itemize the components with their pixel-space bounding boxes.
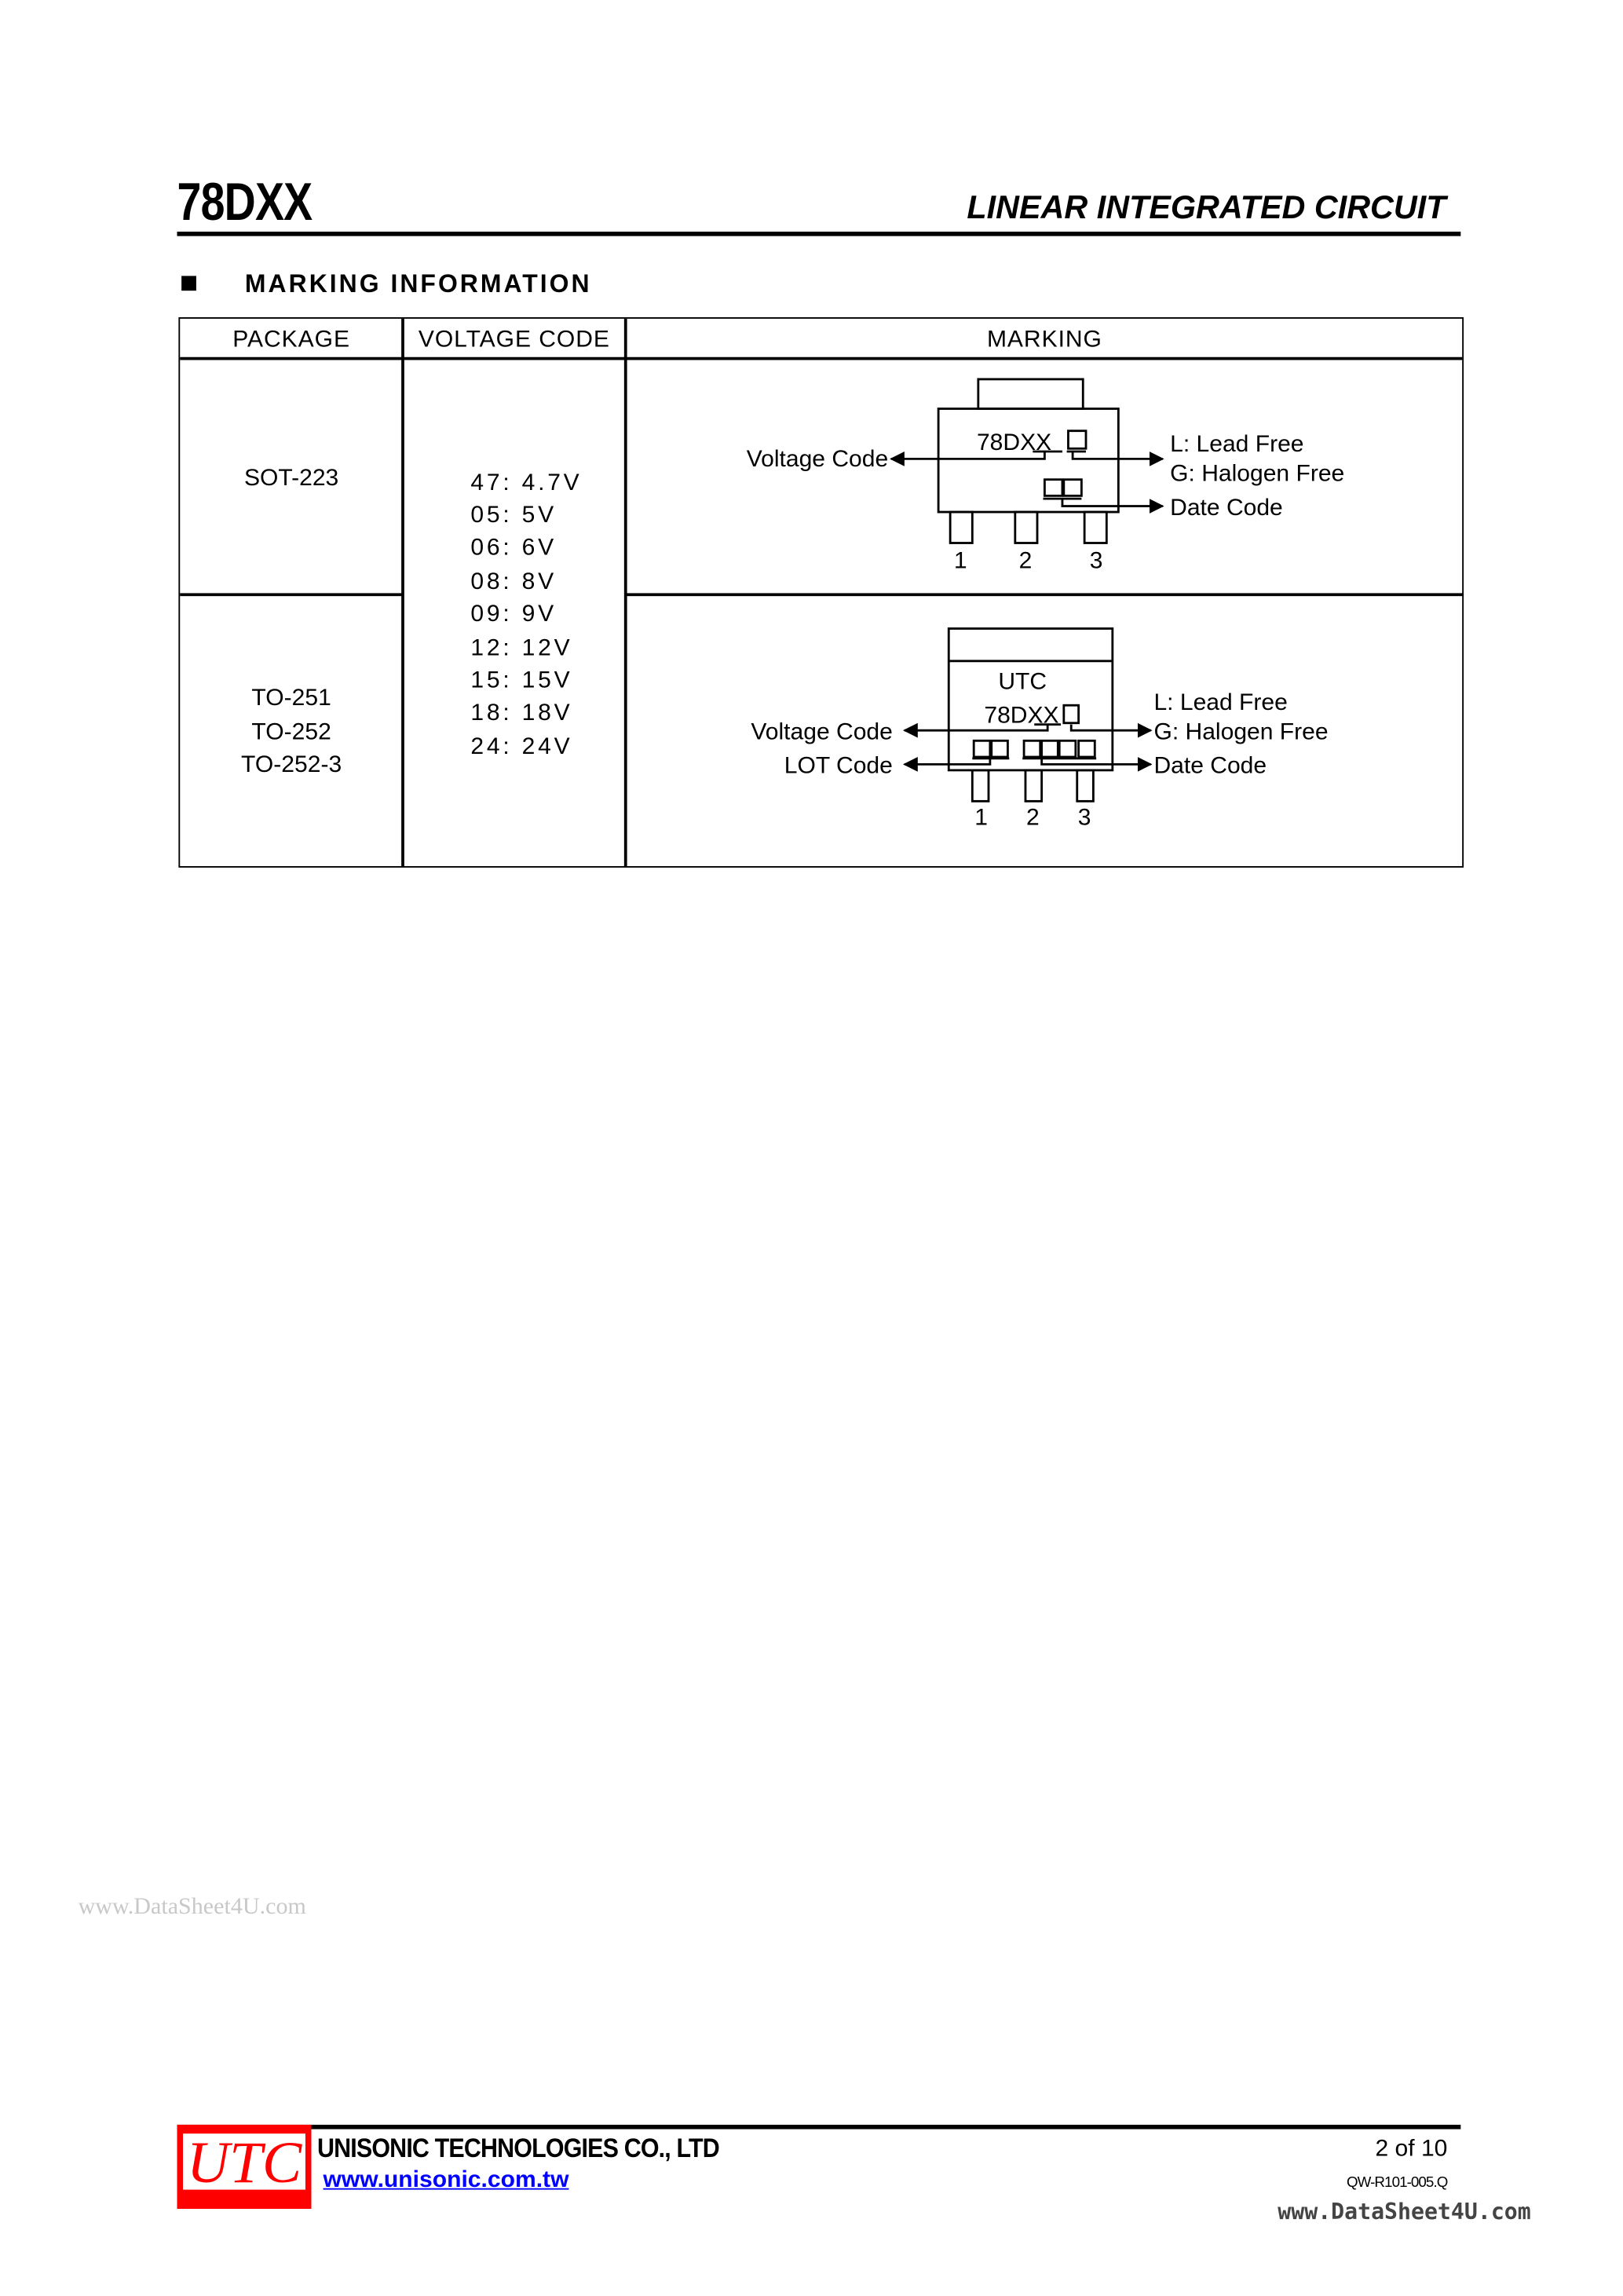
package-sot223: SOT-223 — [243, 466, 339, 492]
table-divider — [625, 593, 1464, 596]
voltage-code-item: 18: 18V — [470, 700, 573, 726]
package-body — [937, 408, 1120, 514]
lead-pin — [1014, 510, 1039, 544]
footer-rule — [177, 2124, 1461, 2130]
watermark-text: www.DataSheet4U.com — [78, 1894, 306, 1920]
pin-number: 2 — [1026, 804, 1040, 830]
to252-halogen-free-label: G: Halogen Free — [1153, 718, 1328, 744]
marking-diagrams: 78DXX Voltage Code L: Lead Free G: Halog… — [747, 378, 1344, 830]
package-tab — [977, 378, 1084, 410]
lead-pin — [971, 769, 990, 803]
voltage-code-item: 06: 6V — [470, 536, 557, 561]
table-divider — [623, 318, 627, 867]
date-code-box — [1062, 478, 1083, 497]
date-code-box — [1077, 739, 1096, 759]
pin-number: 1 — [954, 547, 967, 573]
page-number: 2 of 10 — [1375, 2136, 1448, 2162]
table-divider — [401, 318, 404, 867]
to252-voltage-code-label: Voltage Code — [751, 718, 892, 744]
voltage-code-item: 15: 15V — [470, 668, 573, 694]
voltage-code-item: 08: 8V — [470, 569, 557, 595]
company-website-link[interactable]: www.unisonic.com.tw — [323, 2167, 569, 2193]
to252-marking-diagram — [903, 627, 1153, 803]
voltage-code-item: 12: 12V — [470, 635, 573, 661]
to252-part-text: 78DXX — [984, 703, 1058, 729]
package-to252: TO-252 — [251, 720, 331, 745]
table-divider — [180, 593, 403, 596]
lead-free-box — [1062, 704, 1080, 725]
sot223-date-code-label: Date Code — [1170, 495, 1283, 521]
sot223-lead-free-label: L: Lead Free — [1170, 431, 1303, 457]
bullet-square-icon — [181, 276, 196, 291]
table-divider — [180, 356, 1463, 360]
voltage-code-item: 09: 9V — [470, 601, 557, 627]
lot-code-box — [990, 739, 1009, 759]
to252-date-code-label: Date Code — [1153, 753, 1267, 779]
package-to251: TO-251 — [251, 686, 331, 711]
section-title: MARKING INFORMATION — [244, 269, 592, 298]
sot223-halogen-free-label: G: Halogen Free — [1170, 461, 1344, 487]
date-code-box — [1058, 739, 1077, 759]
lot-code-box — [972, 739, 992, 759]
document-title: 78DXX — [177, 170, 313, 232]
voltage-code-item: 47: 4.7V — [470, 470, 583, 496]
utc-logo: UTC — [177, 2124, 312, 2210]
voltage-code-item: 05: 5V — [470, 503, 557, 528]
lead-free-box — [1067, 430, 1087, 450]
voltage-code-item: 24: 24V — [470, 734, 573, 760]
sot223-part-text: 78DXX — [977, 430, 1051, 455]
document-category: LINEAR INTEGRATED CIRCUIT — [967, 188, 1446, 226]
lead-pin — [1024, 769, 1044, 803]
lead-pin — [1076, 769, 1095, 803]
sot223-marking-diagram — [890, 378, 1164, 544]
pin-number: 3 — [1078, 804, 1091, 830]
pin-number: 1 — [974, 804, 988, 830]
date-code-box — [1040, 739, 1059, 759]
marking-table: PACKAGE VOLTAGE CODE MARKING SOT-223 TO-… — [178, 317, 1464, 868]
package-to252-3: TO-252-3 — [241, 752, 342, 778]
sot223-voltage-code-label: Voltage Code — [747, 446, 888, 472]
lead-pin — [949, 510, 974, 544]
to252-brand-text: UTC — [998, 669, 1047, 695]
column-header-marking: MARKING — [986, 327, 1102, 353]
lead-pin — [1083, 510, 1108, 544]
header-rule — [177, 232, 1461, 236]
date-code-box — [1043, 478, 1064, 497]
pin-number: 3 — [1090, 547, 1103, 573]
document-code: QW-R101-005.Q — [1346, 2174, 1448, 2192]
column-header-voltage-code: VOLTAGE CODE — [418, 327, 610, 353]
company-name: UNISONIC TECHNOLOGIES CO., LTD — [317, 2133, 720, 2163]
date-code-box — [1022, 739, 1042, 759]
to252-lot-code-label: LOT Code — [784, 753, 893, 779]
to252-lead-free-label: L: Lead Free — [1153, 689, 1287, 715]
pin-number: 2 — [1019, 547, 1033, 573]
footer-watermark: www.DataSheet4U.com — [1278, 2198, 1531, 2225]
column-header-package: PACKAGE — [232, 327, 350, 353]
